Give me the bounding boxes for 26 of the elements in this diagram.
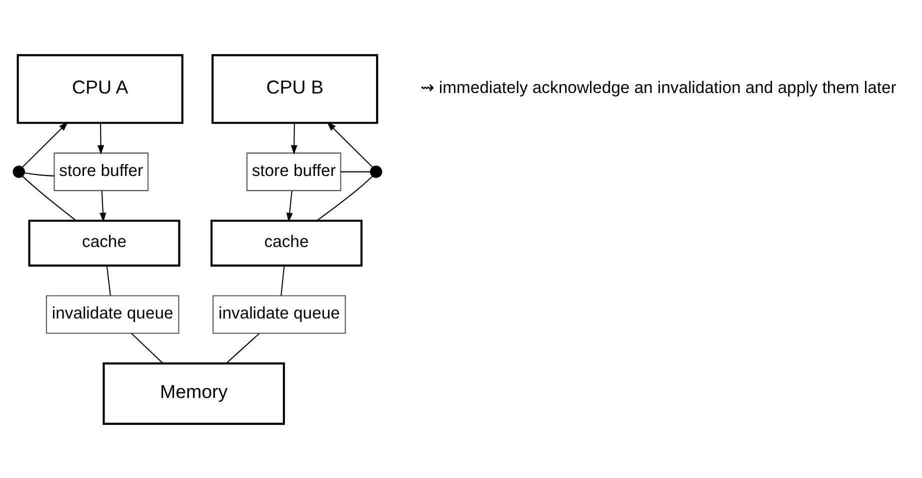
connector — [316, 175, 373, 221]
connector — [131, 332, 164, 364]
node-box: store buffer — [54, 152, 149, 191]
connector — [24, 172, 54, 176]
node-box: cache — [28, 219, 180, 266]
node-box: invalidate queue — [46, 294, 180, 334]
node-circle — [12, 165, 25, 178]
connector — [280, 265, 285, 295]
node-box: CPU B — [212, 54, 378, 124]
arrow — [98, 122, 104, 154]
arrow — [326, 121, 373, 167]
connector — [340, 170, 370, 172]
node-box: store buffer — [246, 152, 342, 191]
arrow — [286, 190, 293, 222]
arrow — [290, 122, 298, 154]
node-box: invalidate queue — [212, 294, 346, 334]
node-box: CPU A — [16, 54, 184, 124]
connector — [226, 332, 260, 364]
node-circle — [370, 165, 382, 178]
node-box: cache — [210, 219, 363, 266]
label: ⇝ immediately acknowledge an invalidation and apply them later — [420, 77, 896, 96]
connector — [22, 175, 76, 221]
connector — [106, 265, 111, 295]
arrow — [100, 190, 106, 222]
node-box: Memory — [102, 362, 285, 424]
arrow — [22, 121, 68, 167]
